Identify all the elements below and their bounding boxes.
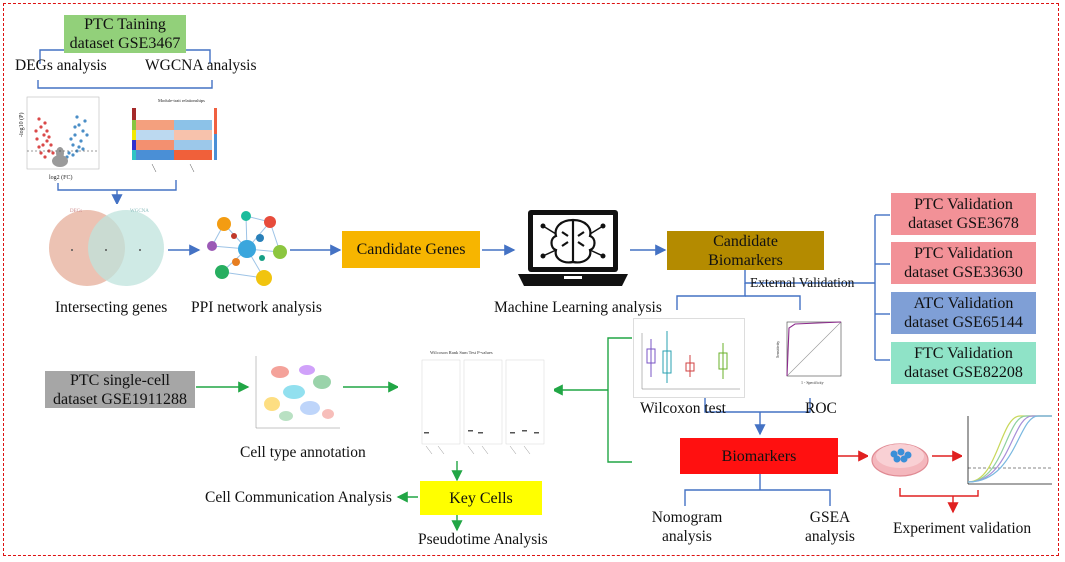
svg-text:Sensitivity: Sensitivity — [775, 341, 780, 358]
cell-communication-label: Cell Communication Analysis — [205, 489, 392, 506]
biomarkers-box: Biomarkers — [680, 438, 838, 474]
candidate-biomarkers-line2: Biomarkers — [708, 251, 783, 269]
ppi-network-icon — [204, 206, 290, 292]
bracket-nomogram-gsea — [684, 489, 831, 506]
validation-0-line2: dataset GSE3678 — [908, 215, 1019, 232]
wilcoxon-label: Wilcoxon test — [640, 400, 726, 417]
machine-learning-icon — [516, 206, 630, 292]
intersecting-genes-label: Intersecting genes — [55, 299, 168, 316]
venn-left-label: DEGs — [70, 209, 82, 214]
external-validation-label: External Validation — [750, 275, 855, 290]
bracket-wil-roc — [704, 398, 811, 413]
experiment-validation-label: Experiment validation — [893, 520, 1032, 537]
venn-right-label: WGCNA — [130, 209, 149, 214]
single-cell-line1: PTC single-cell — [70, 371, 170, 389]
validation-box-gse65144: ATC Validation dataset GSE65144 — [891, 292, 1036, 334]
candidate-genes-box: Candidate Genes — [342, 231, 480, 268]
gsea-line2: analysis — [805, 528, 855, 545]
rank-sum-title: Wilcoxon Rank Sum Test P-values — [430, 350, 493, 355]
gsea-line1: GSEA — [809, 509, 851, 526]
nomogram-line2: analysis — [662, 528, 712, 545]
ml-analysis-label: Machine Learning analysis — [494, 299, 662, 316]
training-dataset-box: PTC Taining dataset GSE3467 — [64, 15, 186, 53]
bracket-tests-to-rank — [607, 337, 632, 463]
roc-label: ROC — [805, 400, 837, 417]
petri-dish-icon — [868, 426, 932, 488]
gsea-label: GSEA analysis — [800, 508, 860, 546]
volcano-plot: log2 (FC) -log10 (P) — [19, 95, 101, 183]
validation-3-line2: dataset GSE82208 — [904, 364, 1023, 381]
validation-1-line2: dataset GSE33630 — [904, 264, 1023, 281]
wgcna-label: WGCNA analysis — [145, 57, 257, 74]
svg-text:1 - Specificity: 1 - Specificity — [801, 380, 824, 385]
amplification-curves — [962, 410, 1054, 490]
validation-2-line2: dataset GSE65144 — [904, 314, 1023, 331]
svg-text:-log10 (P): -log10 (P) — [19, 113, 25, 138]
validation-3-line1: FTC Validation — [914, 345, 1013, 362]
candidate-biomarkers-line1: Candidate — [713, 232, 778, 250]
umap-plot — [252, 352, 342, 432]
module-trait-heatmap: Module-trait relationships — [112, 96, 220, 180]
degs-label: DEGs analysis — [15, 57, 107, 74]
roc-curve: Sensitivity 1 - Specificity — [773, 314, 845, 388]
bracket-degs-wgcna — [37, 80, 213, 89]
bracket-test-split — [676, 283, 746, 310]
rank-sum-pvalue-plot: Wilcoxon Rank Sum Test P-values — [398, 346, 554, 460]
validation-2-line1: ATC Validation — [913, 295, 1014, 312]
validation-0-line1: PTC Validation — [914, 196, 1013, 213]
wilcoxon-boxplot — [633, 318, 745, 398]
venn-diagram: DEGs WGCNA — [44, 204, 168, 292]
training-line2: dataset GSE3467 — [69, 35, 181, 52]
pseudotime-label: Pseudotime Analysis — [418, 531, 548, 548]
single-cell-line2: dataset GSE1911288 — [52, 390, 188, 408]
ppi-network-label: PPI network analysis — [191, 299, 322, 316]
heatmap-title: Module-trait relationships — [158, 98, 205, 103]
validation-box-gse82208: FTC Validation dataset GSE82208 — [891, 342, 1036, 384]
training-line1: PTC Taining — [84, 16, 166, 33]
validation-box-gse33630: PTC Validation dataset GSE33630 — [891, 242, 1036, 284]
nomogram-line1: Nomogram — [651, 509, 723, 526]
nomogram-label: Nomogram analysis — [648, 508, 726, 546]
cell-type-annotation-label: Cell type annotation — [240, 444, 366, 461]
validation-1-line1: PTC Validation — [914, 245, 1013, 262]
dashed-frame — [3, 3, 1059, 556]
key-cells-box: Key Cells — [420, 481, 542, 515]
validation-box-gse3678: PTC Validation dataset GSE3678 — [891, 193, 1036, 235]
svg-text:log2 (FC): log2 (FC) — [49, 174, 73, 181]
